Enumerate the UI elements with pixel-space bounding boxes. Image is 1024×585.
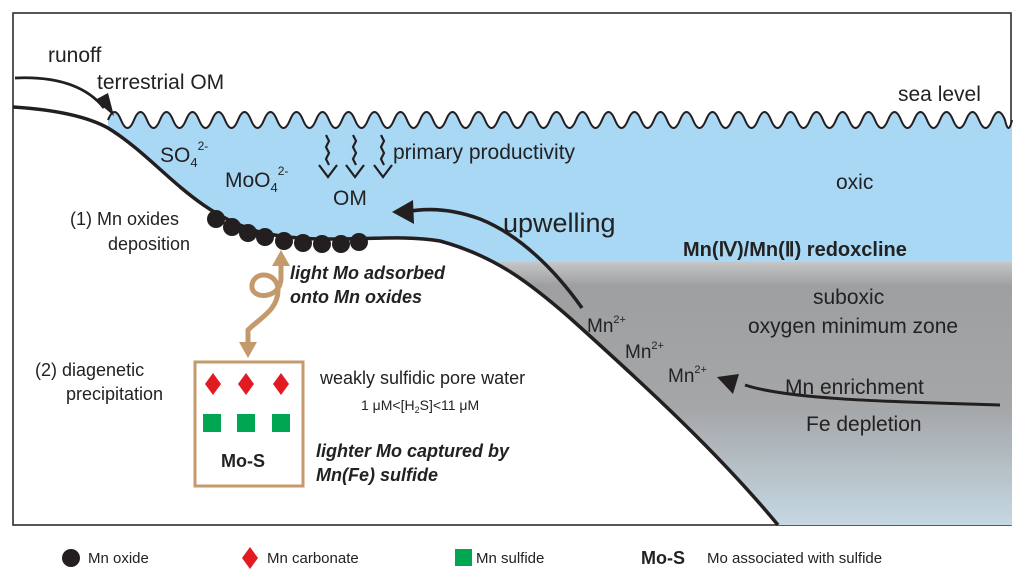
primary-productivity-label: primary productivity <box>393 141 576 164</box>
mn-oxide-particle <box>239 224 257 242</box>
loop-arrowhead-bottom <box>239 342 257 358</box>
sea-level-label: sea level <box>898 83 981 106</box>
mn2-label-1: Mn2+ <box>587 314 626 337</box>
diagenetic-label-2: precipitation <box>66 384 163 404</box>
light-mo-label-1: light Mo adsorbed <box>290 263 446 283</box>
suboxic-label: suboxic <box>813 286 884 309</box>
omz-label: oxygen minimum zone <box>748 315 958 338</box>
legend-mos-label: Mo associated with sulfide <box>707 550 882 567</box>
mn-oxide-particle <box>223 218 241 236</box>
loop-arrowhead-top <box>272 250 290 266</box>
lighter-mo-label-2: Mn(Fe) sulfide <box>316 465 438 485</box>
pore-water-label: weakly sulfidic pore water <box>319 368 525 388</box>
legend: Mn oxide Mn carbonate Mn sulfide Mo-S Mo… <box>62 547 882 569</box>
mn-enrichment-arrow <box>744 383 1001 407</box>
sulfate-label: SO42- <box>160 139 208 170</box>
mn2-label-3: Mn2+ <box>668 364 707 387</box>
mn-oxide-particle <box>256 228 274 246</box>
legend-mn-carbonate-label: Mn carbonate <box>267 550 359 567</box>
oxic-label: oxic <box>836 171 873 194</box>
legend-mn-carbonate-symbol <box>242 547 258 569</box>
mos-box-label: Mo-S <box>221 451 265 471</box>
diagenetic-label-1: (2) diagenetic <box>35 360 144 380</box>
legend-mn-oxide-symbol <box>62 549 80 567</box>
mn2-label-2: Mn2+ <box>625 340 664 363</box>
molybdate-label: MoO42- <box>225 164 288 195</box>
mn-oxides-deposition-label-1: (1) Mn oxides <box>70 209 179 229</box>
sea-level-line <box>107 111 1013 129</box>
mn-oxide-particles <box>207 210 368 253</box>
mn-oxide-particle <box>207 210 225 228</box>
lighter-mo-label-1: lighter Mo captured by <box>316 441 510 461</box>
legend-mn-sulfide-label: Mn sulfide <box>476 550 544 567</box>
fe-depletion-label: Fe depletion <box>806 413 922 436</box>
mn-enrichment-arrowhead <box>717 374 739 394</box>
om-label: OM <box>333 187 367 210</box>
legend-mos-symbol: Mo-S <box>641 548 685 568</box>
light-mo-label-2: onto Mn oxides <box>290 287 422 307</box>
seafloor-profile <box>12 105 780 527</box>
terrestrial-om-label: terrestrial OM <box>97 71 224 94</box>
mn-oxide-particle <box>294 234 312 252</box>
mn-enrichment-label: Mn enrichment <box>785 376 924 399</box>
runoff-arrowhead <box>95 93 114 116</box>
legend-mn-oxide-label: Mn oxide <box>88 550 149 567</box>
h2s-range-label: 1 μM<[H2S]<11 μM <box>361 397 479 415</box>
sulfide-squares <box>203 414 290 432</box>
mn-oxide-particle <box>350 233 368 251</box>
adsorption-loop-arrow <box>245 259 284 348</box>
mn-oxide-particle <box>275 232 293 250</box>
mn-oxide-particle <box>313 235 331 253</box>
mn-oxides-deposition-label-2: deposition <box>108 234 190 254</box>
redoxcline-label: Mn(Ⅳ)/Mn(Ⅱ) redoxcline <box>683 239 907 261</box>
productivity-arrows <box>318 134 393 179</box>
mn-oxide-particle <box>332 235 350 253</box>
upwelling-arrowhead <box>392 200 414 224</box>
upwelling-arrow <box>404 207 584 310</box>
upwelling-label: upwelling <box>503 208 616 238</box>
carbonate-diamonds <box>205 373 289 395</box>
runoff-label: runoff <box>48 44 101 67</box>
legend-mn-sulfide-symbol <box>455 549 472 566</box>
